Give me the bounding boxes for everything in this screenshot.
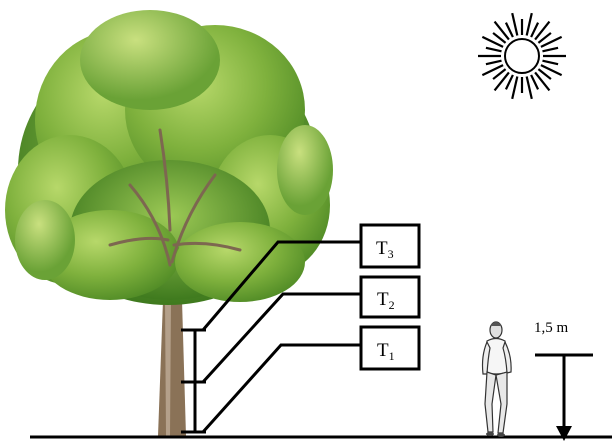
- sun-ray: [506, 23, 513, 37]
- leader-line-t2: [203, 294, 360, 382]
- sensor-label-t1-base: T: [377, 340, 389, 361]
- sun-ray: [512, 13, 517, 35]
- sun-disc: [505, 39, 539, 73]
- sensor-label-t1-sub: 1: [389, 349, 395, 363]
- sensor-label-t1: T1: [361, 327, 419, 369]
- tree-icon: [5, 10, 333, 436]
- sun-ray: [486, 48, 502, 52]
- sun-ray: [527, 13, 532, 35]
- sensor-label-t3-base: T: [376, 238, 388, 259]
- sensor-label-t3-sub: 3: [388, 247, 394, 261]
- sensor-label-t3: T3: [361, 225, 419, 267]
- sun-ray: [527, 76, 532, 98]
- sun-ray: [506, 75, 513, 89]
- sun-ray: [531, 75, 538, 89]
- sensor-label-t2-base: T: [377, 289, 389, 310]
- sun-ray: [542, 61, 558, 65]
- height-arrow-icon: [535, 355, 593, 441]
- sun-ray: [531, 23, 538, 37]
- person-icon: [483, 322, 512, 437]
- height-label: 1,5 m: [534, 320, 569, 336]
- sun-ray: [542, 48, 558, 52]
- sensor-label-t2-sub: 2: [389, 298, 395, 312]
- sun-ray: [486, 61, 502, 65]
- sun-ray: [512, 76, 517, 98]
- sensor-label-t2: T2: [361, 277, 419, 317]
- sun-icon: [478, 13, 566, 99]
